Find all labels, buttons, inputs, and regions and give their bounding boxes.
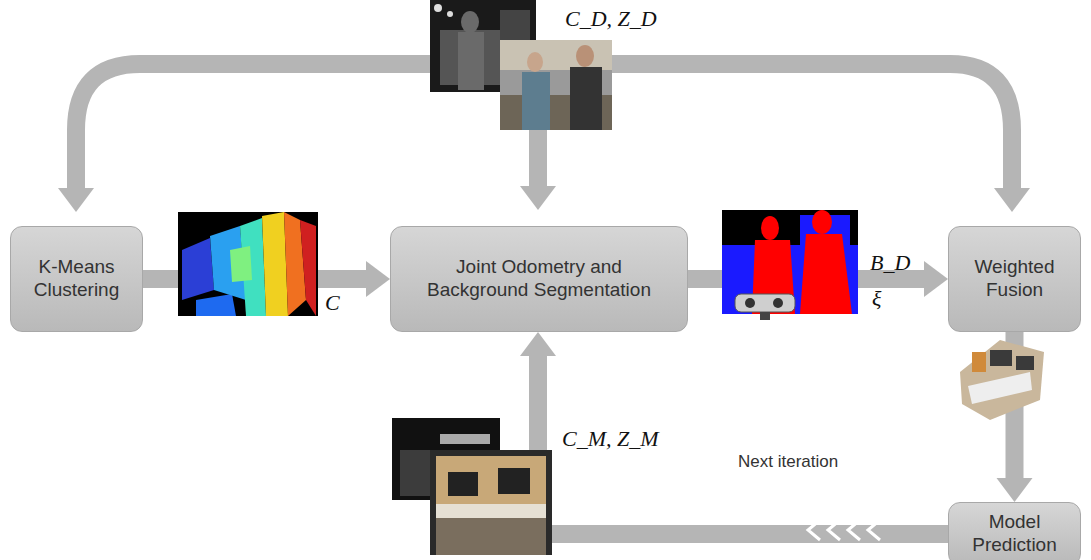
box-label: K-Means Clustering [21, 256, 132, 302]
box-label: Weighted Fusion [959, 256, 1070, 302]
flow-arrow [520, 332, 948, 534]
edge-label: Next iteration [738, 452, 838, 472]
cluster-symbol: C [325, 290, 340, 316]
chevrons [808, 520, 880, 540]
segmentation-image [722, 210, 858, 320]
point-cloud-model [960, 340, 1044, 420]
process-box: Joint Odometry and Background Segmentati… [390, 226, 688, 332]
cluster-image [178, 212, 318, 316]
box-label: Joint Odometry and Background Segmentati… [414, 256, 664, 302]
process-box: Model Prediction [948, 502, 1081, 560]
process-box: Weighted Fusion [948, 226, 1081, 332]
model-color-image [430, 450, 552, 555]
pose-symbol: ξ [872, 286, 881, 312]
input-color-image [500, 40, 612, 130]
input-symbol: C_D, Z_D [565, 6, 657, 32]
background-symbol: B_D [870, 250, 910, 276]
input-arrowheads [58, 186, 1030, 212]
model-symbol: C_M, Z_M [562, 426, 659, 452]
process-box: K-Means Clustering [10, 226, 143, 332]
box-label: Model Prediction [959, 511, 1070, 557]
input-arrows [76, 64, 1012, 190]
